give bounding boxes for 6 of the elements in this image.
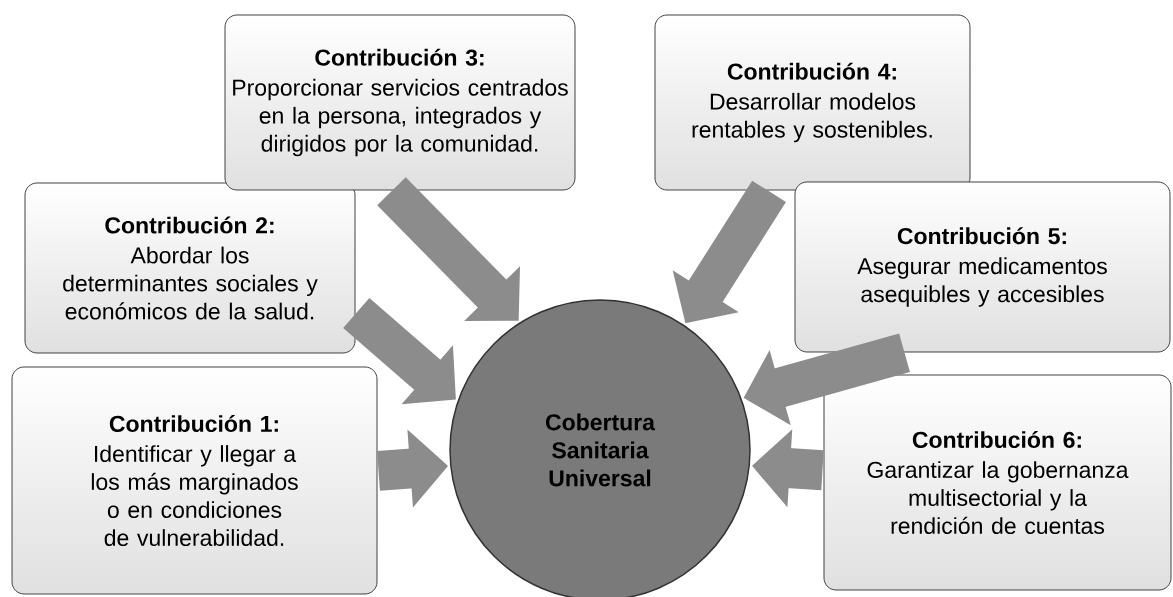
contribution-box: Contribución 1: Identificar y llegar a los más marginados o en condiciones de vulnerabilidad.	[11, 366, 378, 595]
contribution-box: Contribución 2: Abordar los determinantes sociales y económicos de la salud.	[24, 182, 356, 354]
contribution-box: Contribución 5: Asegurar medicamentos asequibles y accesibles	[794, 181, 1171, 353]
contribution-box: Contribución 3: Proporcionar servicios centrados en la persona, integrados y dirigidos por la comunidad.	[224, 14, 576, 191]
contribution-box: Contribución 4: Desarrollar modelos rentables y sostenibles.	[654, 14, 971, 191]
contribution-box: Contribución 6: Garantizar la gobernanza multisectorial y la rendición de cuentas	[823, 374, 1172, 591]
